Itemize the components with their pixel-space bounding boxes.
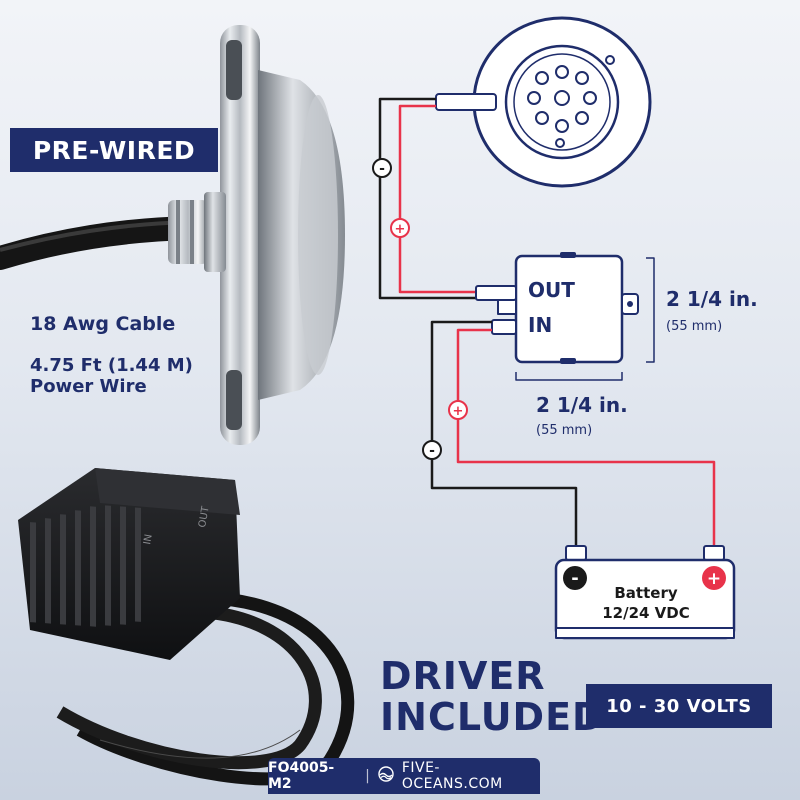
light-fixture-flange <box>168 25 345 445</box>
headline-included: INCLUDED <box>380 695 605 739</box>
svg-text:+: + <box>395 222 406 237</box>
height-dimension-line <box>646 257 655 363</box>
svg-text:-: - <box>429 443 435 459</box>
height-dimension-text: 2 1/4 in. <box>666 287 758 311</box>
model-number: FO4005-M2 <box>268 760 335 792</box>
driver-in-label: IN <box>528 313 552 337</box>
led-light-top-view <box>435 16 652 188</box>
driver-box-photo: IN OUT <box>18 468 355 786</box>
headline-driver: DRIVER <box>380 654 546 698</box>
light-to-driver-wires <box>378 97 476 300</box>
battery-plus-icon: + <box>702 566 726 590</box>
cable-gauge-text: 18 Awg Cable <box>30 313 176 335</box>
svg-text:+: + <box>707 569 721 589</box>
cable-type-text: Power Wire <box>30 376 147 397</box>
svg-text:-: - <box>571 568 578 589</box>
width-dimension-mm: (55 mm) <box>536 423 592 438</box>
width-dimension-line <box>515 372 623 381</box>
battery-voltage: 12/24 VDC <box>602 604 690 622</box>
driver-to-battery-wires <box>430 320 716 548</box>
polarity-markers: - + - + - + <box>372 158 726 590</box>
website-link[interactable]: FIVE-OCEANS.COM <box>401 760 503 792</box>
battery-minus-icon: - <box>563 566 587 590</box>
voltage-badge: 10 - 30 VOLTS <box>586 684 772 728</box>
cable-length-text: 4.75 Ft (1.44 M) <box>30 355 193 376</box>
height-dimension-mm: (55 mm) <box>666 319 722 334</box>
svg-text:+: + <box>453 404 464 419</box>
svg-text:-: - <box>379 161 385 177</box>
battery-label: Battery <box>614 584 677 602</box>
driver-print-in: IN <box>142 533 155 545</box>
driver-print-out: OUT <box>197 505 212 529</box>
minus-icon: - <box>422 440 442 460</box>
fixture-cable <box>0 216 202 270</box>
footer-bar: FO4005-M2 | FIVE-OCEANS.COM <box>268 758 540 794</box>
minus-icon: - <box>372 158 392 178</box>
driver-schematic <box>475 252 639 364</box>
footer-separator: | <box>365 768 370 784</box>
width-dimension-text: 2 1/4 in. <box>536 393 628 417</box>
plus-icon: + <box>390 218 410 238</box>
driver-out-label: OUT <box>528 278 575 302</box>
wiring-diagram <box>378 16 736 640</box>
pre-wired-badge: PRE-WIRED <box>10 128 218 172</box>
battery-schematic <box>554 545 736 640</box>
plus-icon: + <box>448 400 468 420</box>
wave-globe-icon <box>378 766 394 786</box>
